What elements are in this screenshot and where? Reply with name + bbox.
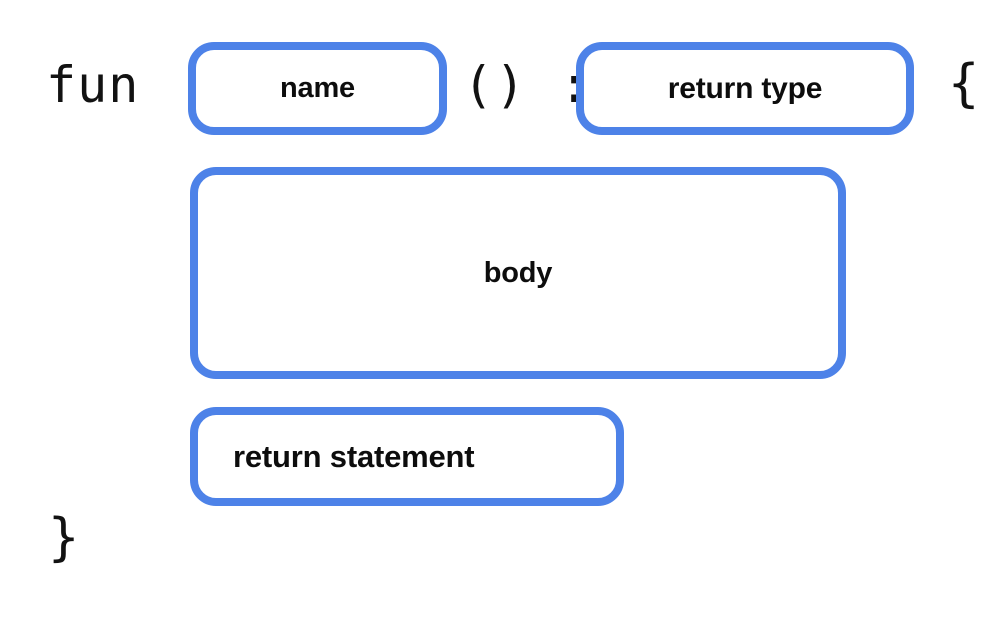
slot-return-type-box[interactable]: return type — [576, 42, 914, 135]
slot-return-statement-label: return statement — [233, 438, 475, 474]
slot-return-statement-box[interactable]: return statement — [190, 407, 624, 506]
keyword-fun-token: fun — [46, 56, 140, 114]
slot-body-label: body — [483, 256, 553, 289]
slot-body-box[interactable]: body — [190, 167, 846, 379]
slot-name-box[interactable]: name — [188, 42, 447, 135]
open-brace-token: { — [948, 54, 980, 114]
slot-name-label: name — [280, 72, 355, 104]
parameter-list-token: () : — [463, 56, 592, 114]
slot-return-type-label: return type — [667, 71, 823, 105]
close-brace-token: } — [48, 508, 80, 568]
